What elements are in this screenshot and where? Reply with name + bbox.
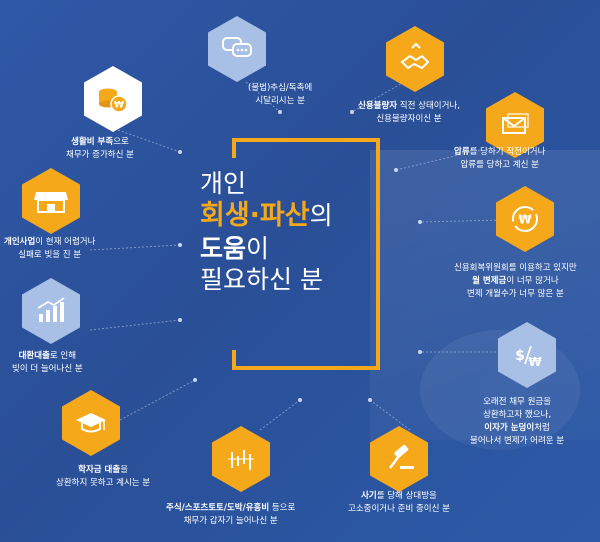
svg-text:₩: ₩ [114, 101, 124, 111]
connector-dot [178, 243, 182, 247]
background-panel [370, 150, 600, 440]
svg-text:₩: ₩ [528, 355, 542, 369]
headline-line1: 개인 [200, 169, 247, 198]
connector-dot [178, 318, 182, 322]
connector-dot [193, 378, 197, 382]
headline-frame [232, 138, 380, 370]
connector-dot [178, 150, 182, 154]
caption-credit-default: 신용불량자 직전 상태이거나,신용불량자이신 분 [358, 101, 460, 124]
headline: 개인 회생·파산의 도움이 필요하신 분 [200, 168, 333, 296]
connector-dot [418, 220, 422, 224]
connector-dot [394, 168, 398, 172]
headline-line4: 필요하신 분 [200, 265, 323, 295]
connector-dot [368, 398, 372, 402]
svg-text:$: $ [515, 348, 525, 364]
connector-dot [418, 350, 422, 354]
headline-line3: 도움이 [200, 234, 270, 263]
headline-line2: 회생·파산의 [200, 200, 333, 232]
svg-text:₩: ₩ [518, 213, 532, 227]
connector-dot [298, 398, 302, 402]
connector-dot [350, 110, 354, 114]
connector-dot [278, 110, 282, 114]
